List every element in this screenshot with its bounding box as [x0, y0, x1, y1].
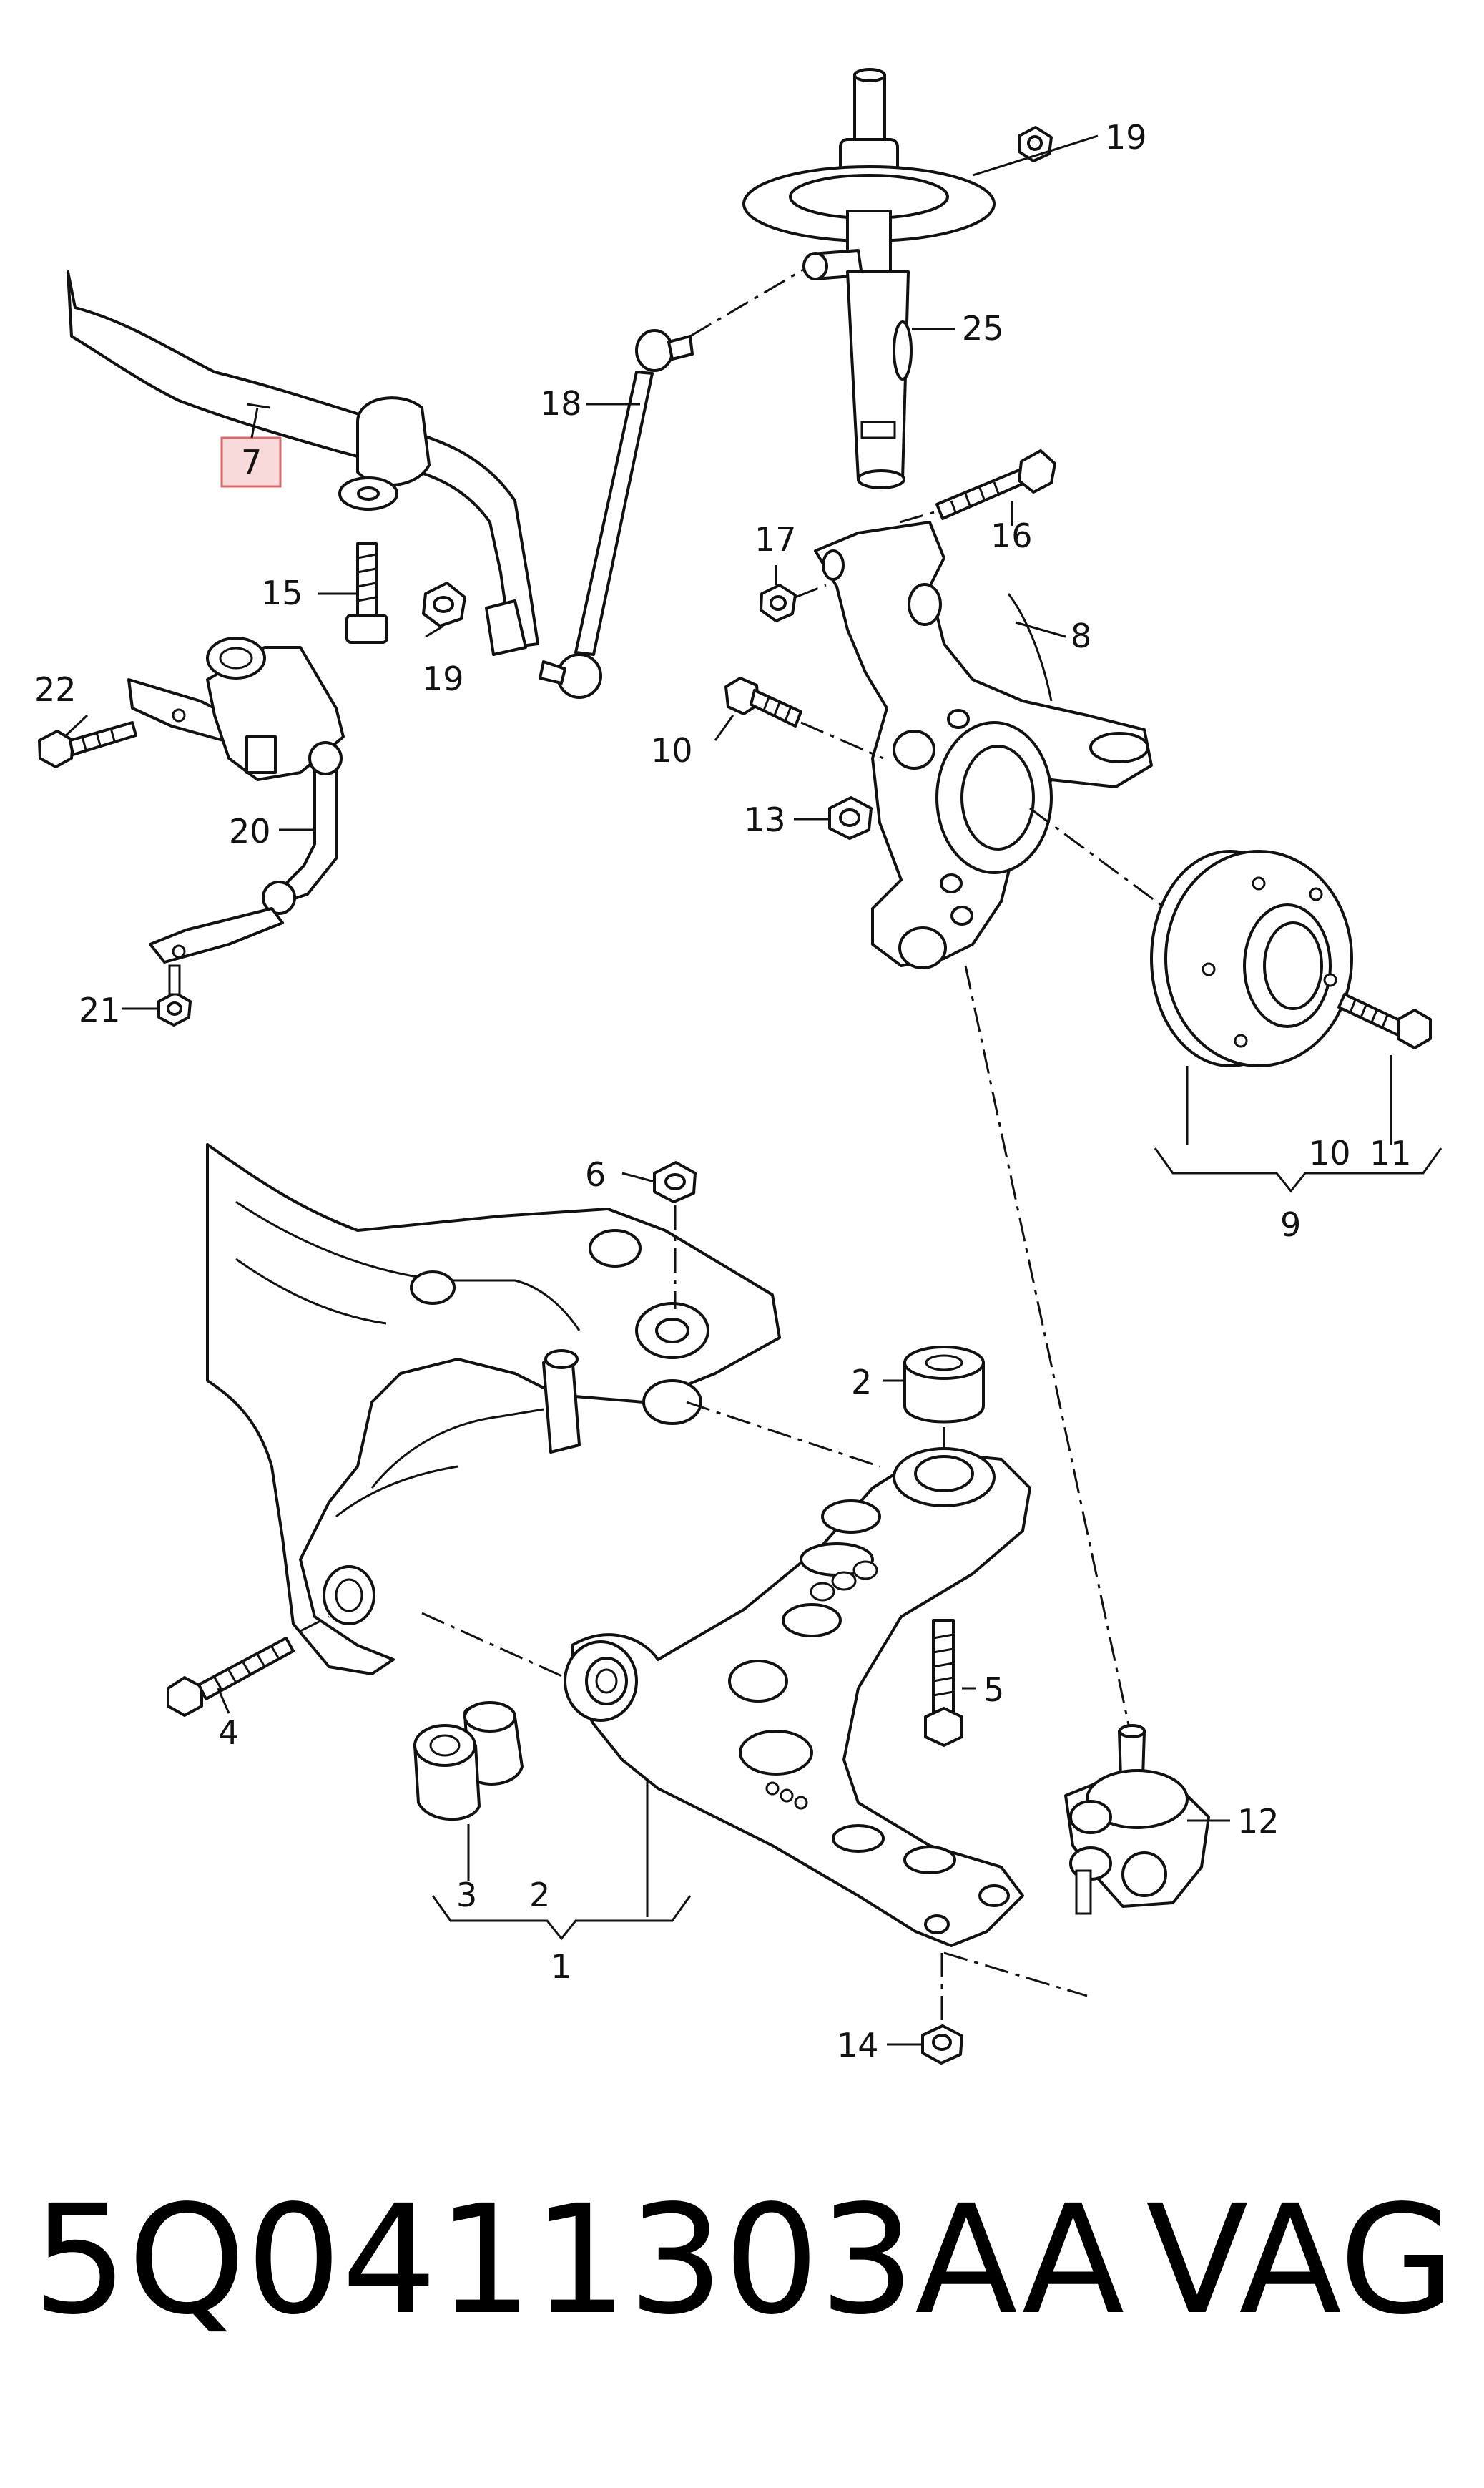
- bolt-15: [345, 542, 388, 644]
- callout-labels: 19 25 18 7 16 17 15 8 19 22 10 13 20 21 …: [34, 118, 1412, 2065]
- callout-10-knuckle: 10: [651, 731, 693, 770]
- bolt-16: [935, 449, 1056, 520]
- brace-9: [1154, 1147, 1443, 1193]
- nut-6: [653, 1161, 697, 1203]
- ball-joint-12: [1064, 1724, 1210, 1915]
- callout-17: 17: [755, 520, 797, 559]
- callout-5: 5: [983, 1670, 1004, 1709]
- nut-17: [760, 584, 797, 622]
- level-sensor-rod-20: [149, 741, 343, 964]
- callout-14: 14: [837, 2026, 879, 2065]
- callout-7: 7: [241, 443, 262, 481]
- nut-21: [157, 964, 192, 1027]
- nut-19-left: [422, 582, 466, 627]
- bolt-10-knuckle: [724, 677, 802, 728]
- callout-10-hub: 10: [1309, 1134, 1351, 1172]
- callout-8: 8: [1071, 617, 1091, 655]
- callout-2-upper: 2: [851, 1363, 872, 1401]
- bolt-5: [924, 1619, 963, 1747]
- steering-knuckle-8: [814, 521, 1153, 969]
- callout-11: 11: [1370, 1134, 1412, 1172]
- callout-1: 1: [551, 1947, 571, 1986]
- callout-18: 18: [540, 384, 582, 423]
- control-arm-1: [564, 1447, 1031, 1947]
- callout-9: 9: [1280, 1205, 1301, 1244]
- brand-name: VAG: [1146, 2173, 1455, 2348]
- stabilizer-bar: [67, 270, 539, 656]
- callout-13: 13: [744, 800, 786, 839]
- callout-15: 15: [261, 574, 303, 612]
- strut-25: [742, 68, 996, 489]
- bush-2-3-lower: [413, 1701, 524, 1821]
- bolt-22: [38, 721, 137, 768]
- brace-1: [431, 1895, 692, 1941]
- part-number: 5Q0411303AA: [32, 2173, 1125, 2348]
- bolt-4: [167, 1637, 295, 1717]
- callout-21: 21: [79, 991, 121, 1029]
- callout-16: 16: [991, 516, 1033, 555]
- callout-25: 25: [962, 309, 1004, 348]
- callout-3: 3: [456, 1876, 477, 1914]
- callout-20: 20: [229, 812, 271, 851]
- wheel-hub-9: [1150, 850, 1353, 1067]
- subframe: [206, 1143, 781, 1675]
- callout-6: 6: [585, 1155, 606, 1194]
- callout-19-left: 19: [422, 660, 464, 698]
- part-number-footer: 5Q0411303AA VAG: [32, 2168, 1455, 2354]
- bush-2-upper: [903, 1346, 985, 1424]
- callout-19-top: 19: [1105, 118, 1147, 157]
- callout-12: 12: [1237, 1802, 1279, 1841]
- callout-7-highlight: [220, 436, 282, 488]
- callout-4: 4: [218, 1713, 239, 1752]
- callout-2-lower: 2: [529, 1876, 550, 1914]
- bolt-11: [1337, 993, 1432, 1049]
- leader-lines: [63, 134, 1392, 2046]
- coupling-rod-18: [539, 329, 694, 699]
- nut-14: [921, 2024, 963, 2065]
- level-sensor-bracket: [127, 637, 345, 781]
- callout-22: 22: [34, 670, 77, 709]
- nut-13: [828, 796, 873, 840]
